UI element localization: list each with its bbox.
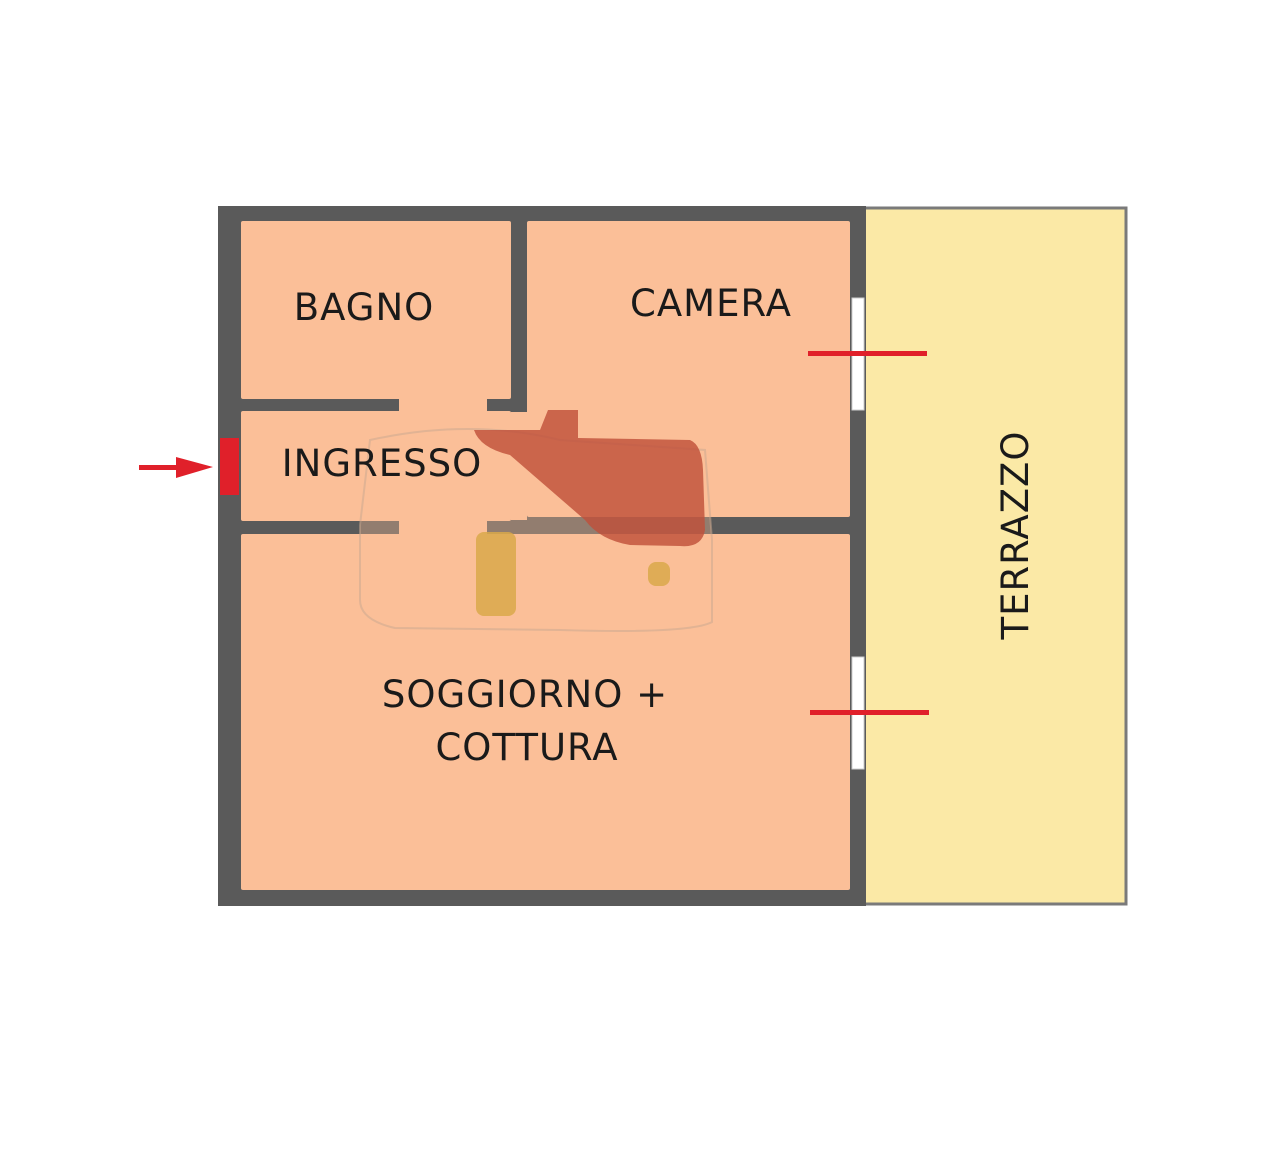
door-bagno-ingresso [399,398,487,412]
label-camera: CAMERA [630,282,792,325]
label-ingresso: INGRESSO [282,442,482,485]
overlay-graphic [359,410,713,632]
door-ingresso-soggiorno [399,520,487,535]
entrance-door [220,438,239,495]
label-soggiorno-line2: COTTURA [435,726,618,769]
room-bagno [241,221,511,399]
room-ingresso [241,411,511,521]
marker-soggiorno-line [810,710,929,715]
entrance-arrow-icon [139,457,213,478]
room-soggiorno [241,534,850,890]
label-soggiorno-line1: SOGGIORNO + [382,673,668,716]
label-terrazzo: TERRAZZO [994,430,1037,640]
marker-camera-line [808,351,927,356]
terrace-area [862,206,1128,906]
label-bagno: BAGNO [294,286,435,329]
